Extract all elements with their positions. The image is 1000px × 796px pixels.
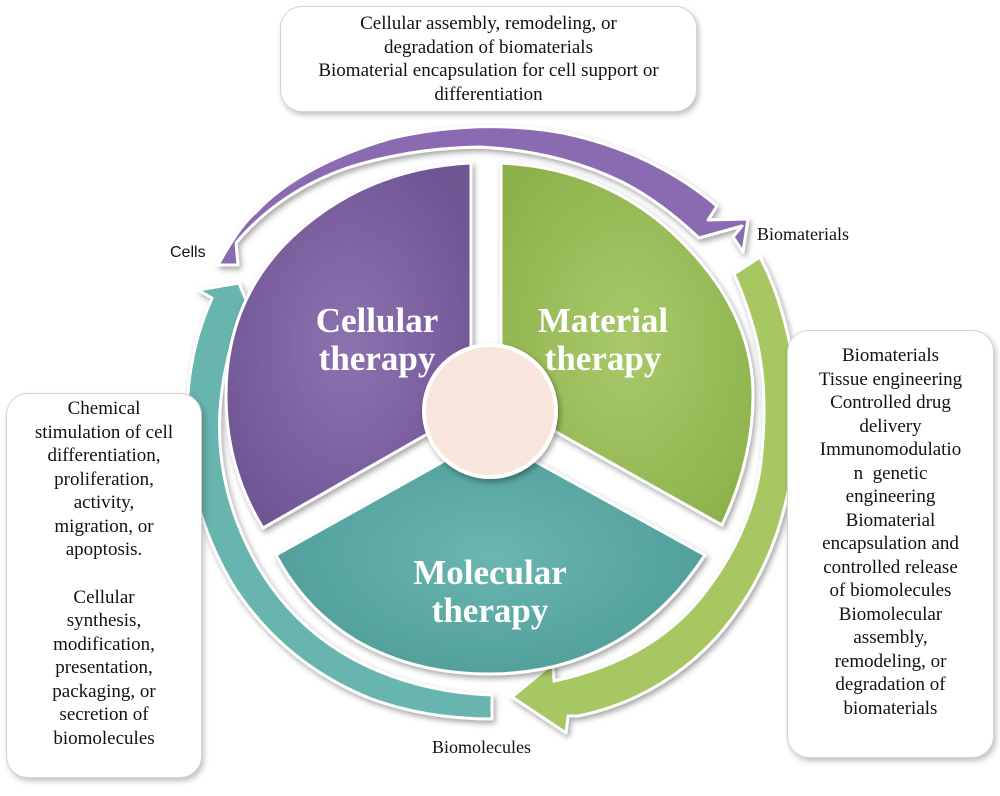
cellular-therapy-sector [224,161,473,531]
right-line: assembly, [853,627,928,648]
left-line: Cellular [73,586,135,608]
right-line: n genetic [853,462,928,484]
biomaterials-label: Biomaterials [757,224,849,244]
top-line: degradation of biomaterials [384,36,593,58]
biomolecules-label: Biomolecules [432,737,531,757]
top-line: Cellular assembly, remodeling, or [360,13,617,34]
right-line: delivery [859,415,922,437]
left-line: differentiation, [47,445,161,466]
left-line: migration, or [54,515,154,537]
top-line: differentiation [434,83,543,105]
material-therapy-line2: therapy [545,339,662,378]
right-textbox: Biomaterials Tissue engineering Controll… [787,330,994,758]
molecular-therapy-line1: Molecular [413,553,567,592]
center-hub [422,343,558,479]
left-line: activity, [73,492,135,513]
left-line: packaging, or [52,680,156,702]
right-line: Controlled drug [830,392,951,413]
right-line: of biomolecules [829,580,952,601]
right-line: biomaterials [843,697,938,719]
left-line: presentation, [55,657,153,678]
right-line: Biomaterial [845,509,936,531]
right-line: Biomolecular [838,603,943,625]
left-line: stimulation of cell [34,421,174,443]
cells-label: Cells [170,244,206,261]
left-line: modification, [53,633,155,655]
material-therapy-sector [499,161,755,528]
right-line: encapsulation and [822,533,959,554]
left-line: secretion of [59,704,149,725]
right-line: engineering [845,486,936,507]
right-line: Biomaterials [841,345,940,366]
right-line: degradation of [835,674,946,695]
left-line: Chemical [67,398,141,419]
right-line: controlled release [823,556,958,578]
top-line: Biomaterial encapsulation for cell suppo… [318,60,659,81]
material-therapy-line1: Material [538,301,668,340]
right-line: Immunomodulatio [819,439,962,460]
cellular-therapy-line1: Cellular [316,301,438,340]
biomolecules-to-cells-arrow [185,281,494,721]
cellular-therapy-line2: therapy [319,339,436,378]
top-textbox: Cellular assembly, remodeling, or degrad… [280,6,697,112]
cells-to-biomaterials-arrow [216,125,750,267]
left-line: biomolecules [53,727,155,749]
left-line: proliferation, [54,468,154,490]
molecular-therapy-sector [273,434,708,676]
left-line: apoptosis. [65,539,143,560]
right-line: remodeling, or [834,650,947,672]
left-line: synthesis, [66,610,142,631]
left-textbox: Chemical stimulation of cell differentia… [6,393,202,778]
right-line: Tissue engineering [818,368,963,390]
molecular-therapy-line2: therapy [432,591,549,630]
